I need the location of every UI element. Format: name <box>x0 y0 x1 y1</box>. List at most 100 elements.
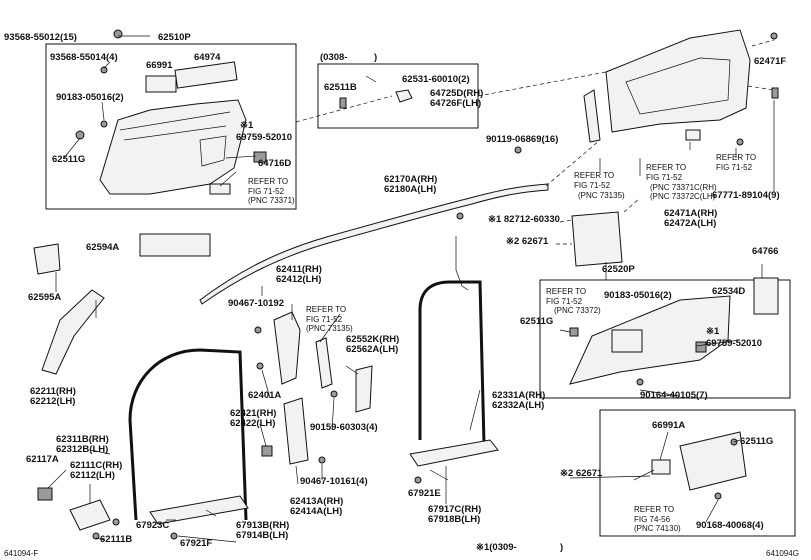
part-62552k <box>355 365 373 413</box>
callout-90183-05016-upper: 90183-05016(2) <box>56 92 124 103</box>
leaders-upper-left <box>63 35 257 187</box>
box-66991a <box>599 409 796 537</box>
callout-62471f: 62471F <box>754 56 786 67</box>
refer-upper-right-c2: FIG 71-52 <box>574 181 611 190</box>
callout-67771: 67771-89104(9) <box>712 190 780 201</box>
box-rear-quarter-trim-lh <box>45 43 297 210</box>
callout-0308-close: ) <box>374 52 377 63</box>
callout-90467-10192: 90467-10192 <box>228 298 284 309</box>
callout-62332a: 62332A(LH) <box>492 400 544 411</box>
clip-67921e <box>414 476 422 484</box>
callout-62471a: 62471A(RH) <box>664 208 717 219</box>
part-66991a <box>651 459 671 475</box>
callout-93568-55014: 93568-55014(4) <box>50 52 118 63</box>
weatherstrip-62331a <box>418 280 486 445</box>
refer-upper-right-a2: FIG 71-52 <box>646 173 683 182</box>
part-upper-rh-clip <box>685 129 701 141</box>
pillar-lower-62413a <box>283 397 309 465</box>
window-opening <box>625 57 731 115</box>
callout-62421: 62421(RH) <box>230 408 276 419</box>
callout-62211: 62211(RH) <box>30 386 76 397</box>
pillar-trim-62211 <box>41 289 105 375</box>
part-69759-52010-a <box>253 151 267 163</box>
callout-62111c: 62111C(RH) <box>70 460 122 471</box>
part-64974 <box>174 61 238 89</box>
callout-62671-lower: ※2 62671 <box>560 468 603 479</box>
leaders-lower-center <box>429 389 481 504</box>
bolt-90119-06869 <box>514 146 522 154</box>
quarter-trim-panel-upper-rh <box>605 29 751 133</box>
callout-62170a: 62170A(RH) <box>384 174 437 185</box>
callout-90168-40068: 90168-40068(4) <box>696 520 764 531</box>
part-66991 <box>145 75 177 93</box>
clip-62401a <box>256 362 264 370</box>
screw-90168-40068 <box>714 492 722 500</box>
refer-right-2: FIG 71-52 <box>546 297 583 306</box>
part-64725d <box>395 89 413 103</box>
callout-62412: 62412(LH) <box>276 274 321 285</box>
footnote-0309: ※1(0309- <box>476 542 517 553</box>
screw-90183-05016-a <box>100 120 108 128</box>
callout-67914b: 67914B(LH) <box>236 530 288 541</box>
callout-66991: 66991 <box>146 60 173 71</box>
refer-upper-right-a1: REFER TO <box>646 163 686 172</box>
callout-62411: 62411(RH) <box>276 264 322 275</box>
clip-67921f <box>170 532 178 540</box>
callout-67921f: 67921F <box>180 538 212 549</box>
callout-62511g-upper: 62511G <box>52 154 85 165</box>
callout-82712: ※1 82712-60330 <box>488 214 560 225</box>
callout-90159-60303: 90159-60303(4) <box>310 422 378 433</box>
box-62520p <box>539 279 791 399</box>
callout-62401a: 62401A <box>248 390 281 401</box>
pillar-62411 <box>273 311 301 385</box>
callout-62112: 62112(LH) <box>70 470 115 481</box>
leaders-upper-right <box>599 100 775 192</box>
refer-center-3: (PNC 73135) <box>306 324 353 333</box>
part-64766 <box>753 277 779 315</box>
callout-64974: 64974 <box>194 52 221 63</box>
scuff-plate-67917c <box>409 439 499 467</box>
callout-69759-upper: 69759-52010 <box>236 132 292 143</box>
footnote-0309-close: ) <box>560 542 563 553</box>
leaders-lower-left <box>47 449 237 543</box>
callout-62413a: 62413A(RH) <box>290 496 343 507</box>
callout-62520p: 62520P <box>602 264 635 275</box>
figure-id-right: 641094G <box>766 549 799 558</box>
clip-67771 <box>771 87 779 99</box>
callout-67917c: 67917C(RH) <box>428 504 481 515</box>
screw-90159-60303 <box>330 390 338 398</box>
part-62421 <box>261 445 273 457</box>
callout-90183-05016-right: 90183-05016(2) <box>604 290 672 301</box>
callout-62511g-right: 62511G <box>520 316 553 327</box>
curtain-airbag-62170a <box>199 183 549 305</box>
refer-center-2: FIG 71-52 <box>306 315 343 324</box>
clip-62111b <box>92 532 100 540</box>
callout-90119-06869: 90119-06869(16) <box>486 134 558 145</box>
callout-note1-upper: ※1 <box>240 120 254 131</box>
part-64716d <box>209 183 231 195</box>
clip-62511g-b <box>569 327 579 337</box>
leaders-right-box <box>559 262 763 397</box>
refer-upper-left-3: (PNC 73371) <box>248 196 295 205</box>
callout-90164-40105: 90164-40105(7) <box>640 390 708 401</box>
part-62671-lower <box>679 431 747 491</box>
part-62594a <box>139 233 211 257</box>
screw-90467-10192 <box>254 326 262 334</box>
part-62595a <box>33 243 61 275</box>
callout-0308: (0308- <box>320 52 347 63</box>
refer-center-1: REFER TO <box>306 305 346 314</box>
leaders-lower-right <box>569 431 741 523</box>
refer-upper-left-2: FIG 71-52 <box>248 187 285 196</box>
callout-62180a: 62180A(LH) <box>384 184 436 195</box>
screw-62531-60010 <box>365 75 377 83</box>
weatherstrip-62311b <box>128 348 248 521</box>
refer-right-3: (PNC 73372) <box>554 306 601 315</box>
part-62117a <box>37 487 53 501</box>
clip-67923c <box>112 518 120 526</box>
callout-62511b: 62511B <box>324 82 357 93</box>
scuff-plate-67913b <box>149 495 249 525</box>
callout-62212: 62212(LH) <box>30 396 75 407</box>
refer-upper-right-c3: (PNC 73135) <box>578 191 625 200</box>
